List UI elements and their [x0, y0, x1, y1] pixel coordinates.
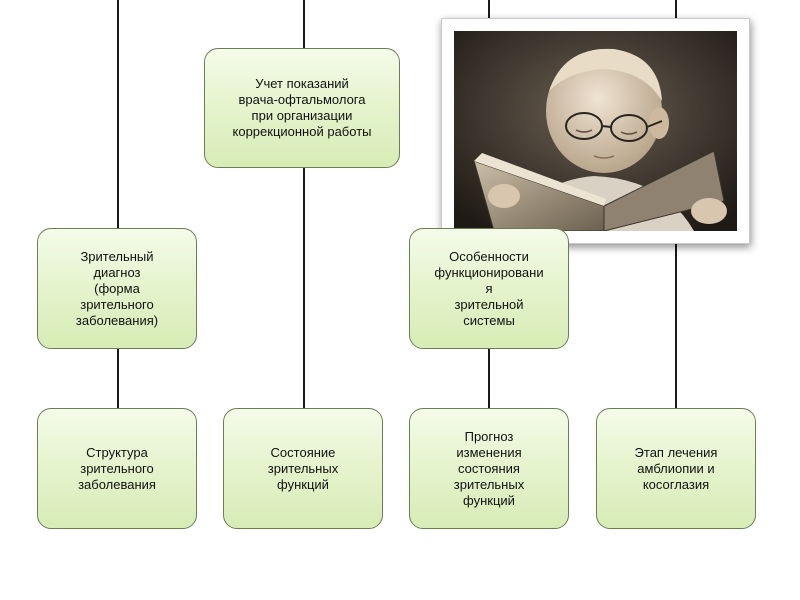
child-reading-photo [454, 31, 737, 231]
connector-line-1 [117, 0, 119, 410]
box-disease-structure: Структура зрительного заболевания [37, 408, 197, 529]
box-visual-diagnosis: Зрительный диагноз (форма зрительного за… [37, 228, 197, 349]
box-visual-functions-state: Состояние зрительных функций [223, 408, 383, 529]
connector-line-2 [303, 0, 305, 410]
photo-frame [441, 18, 750, 244]
box-treatment-stage: Этап лечения амблиопии и косоглазия [596, 408, 756, 529]
box-ophthalmologist-readings: Учет показаний врача-офтальмолога при ор… [204, 48, 400, 168]
box-prognosis: Прогноз изменения состояния зрительных ф… [409, 408, 569, 529]
box-visual-system-features: Особенности функционировани я зрительной… [409, 228, 569, 349]
